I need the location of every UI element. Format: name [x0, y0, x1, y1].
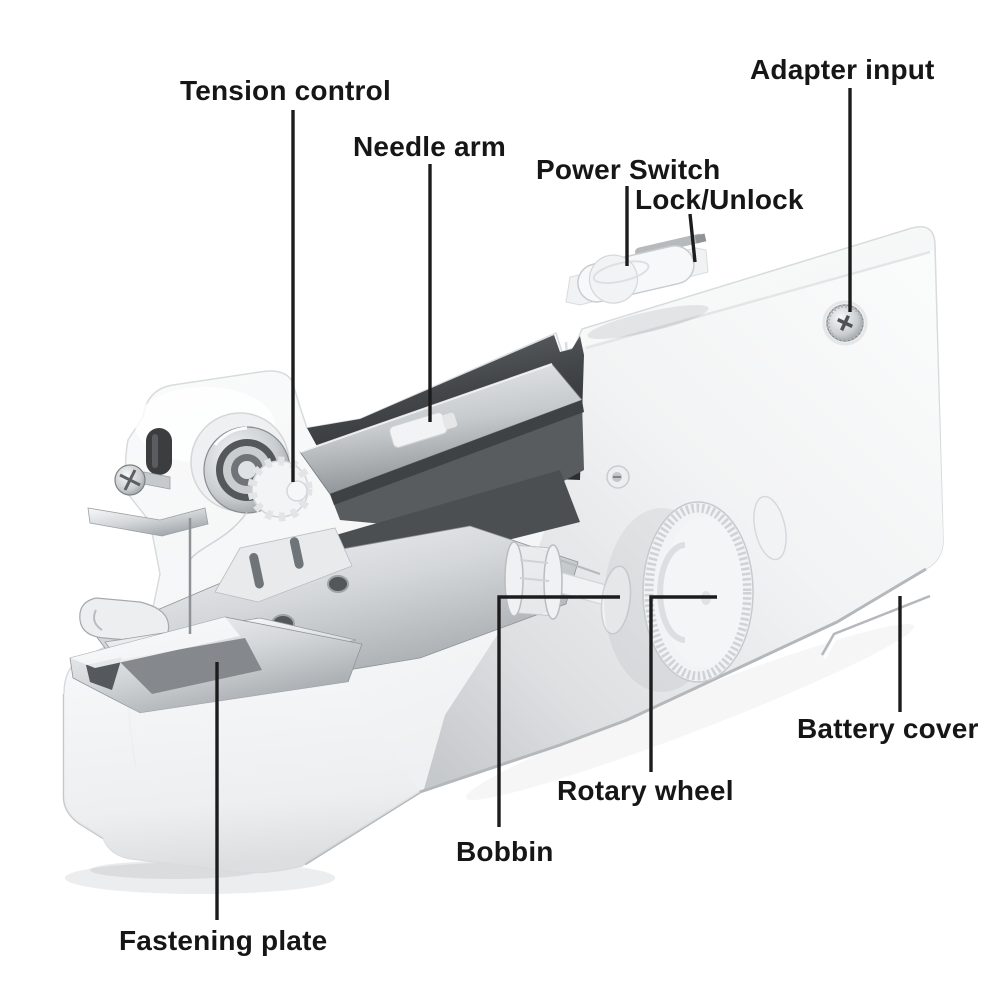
label-tension-control: Tension control	[180, 75, 391, 106]
thumb-rest-bump	[753, 495, 787, 561]
label-needle-arm: Needle arm	[353, 131, 506, 162]
label-fastening-plate: Fastening plate	[119, 925, 328, 956]
label-lock-unlock: Lock/Unlock	[635, 184, 804, 215]
base-front-face	[64, 680, 420, 873]
label-adapter-input: Adapter input	[750, 54, 935, 85]
leader-line-rotary-wheel	[649, 595, 717, 772]
adapter-input-screw	[822, 300, 868, 346]
leader-line-bobbin	[497, 595, 620, 827]
plate-screw	[327, 575, 349, 593]
rotary-wheel-part	[604, 501, 754, 692]
needle	[188, 511, 248, 634]
feed-bracket	[214, 527, 353, 603]
power-switch-assembly	[565, 233, 709, 340]
leader-lines	[215, 88, 902, 920]
thread-guide-bracket	[87, 507, 209, 537]
panel-screw-divot	[606, 465, 630, 489]
label-battery-cover: Battery cover	[797, 713, 979, 744]
head-screw	[87, 464, 209, 537]
tension-knob	[247, 456, 313, 522]
head-slot	[146, 428, 172, 475]
label-power-switch: Power Switch	[536, 154, 721, 185]
top-face-arris	[585, 250, 931, 350]
label-bobbin: Bobbin	[456, 836, 554, 867]
leader-line-lock-unlock	[688, 213, 697, 263]
label-rotary-wheel: Rotary wheel	[557, 775, 734, 806]
needle-clamp	[388, 411, 458, 449]
